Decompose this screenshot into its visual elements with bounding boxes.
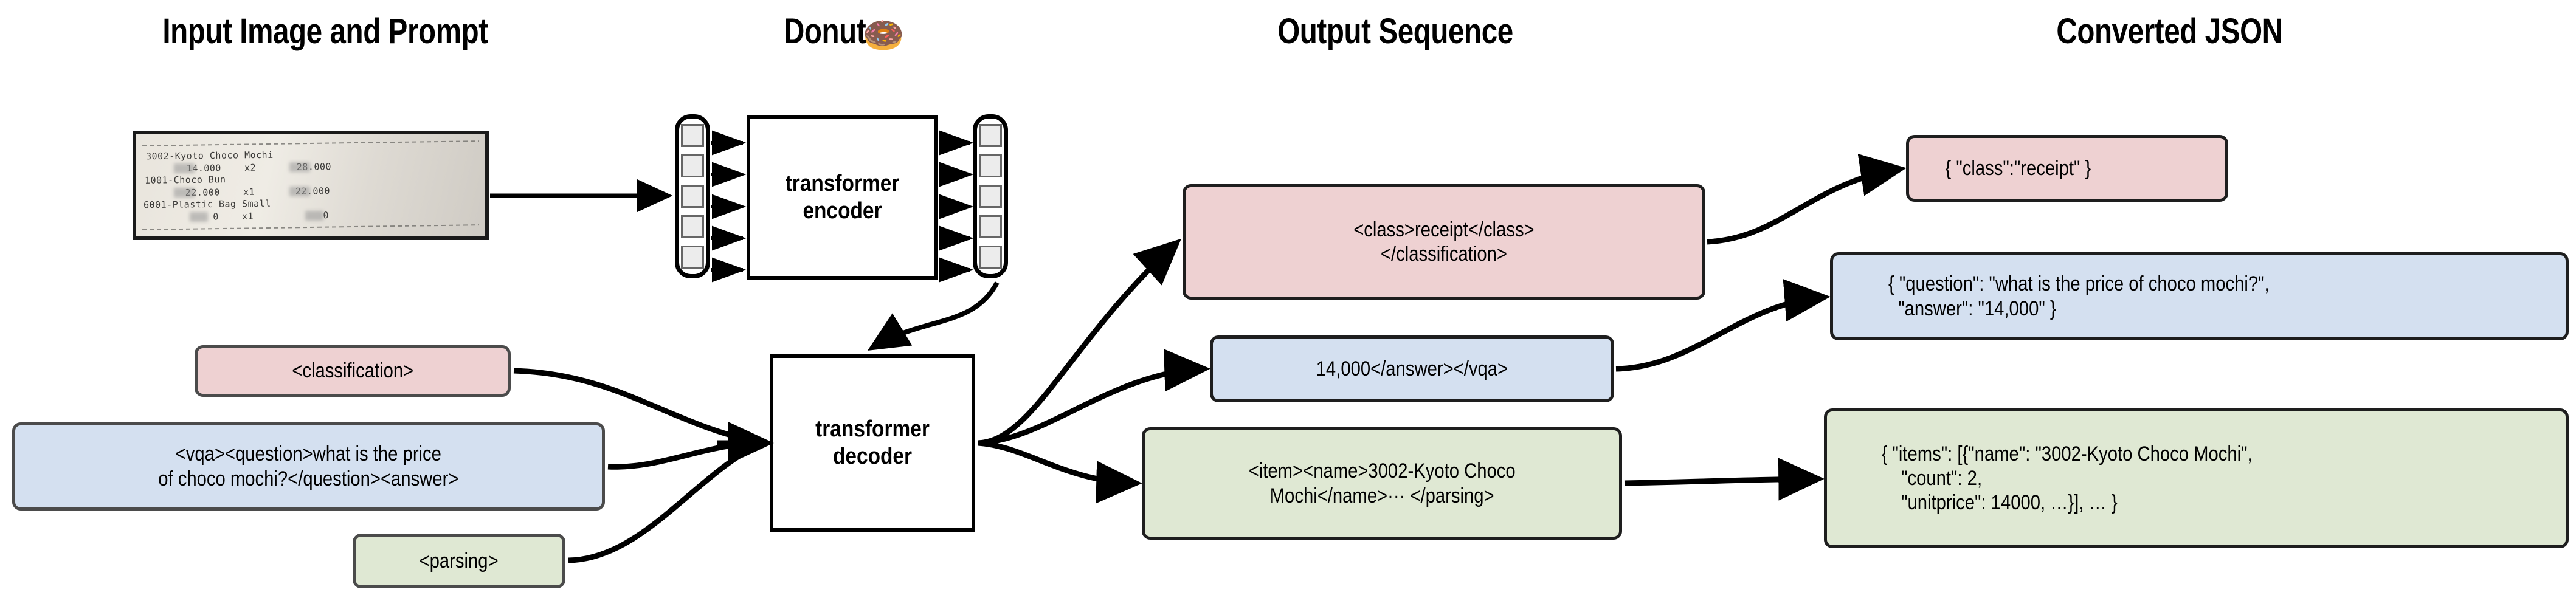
- receipt-divider-bottom: [142, 224, 479, 230]
- classification-json-box[interactable]: { "class":"receipt" }: [1906, 135, 2228, 202]
- decoder-label: transformer decoder: [815, 416, 930, 469]
- encoder-output-token-4: [979, 215, 1002, 238]
- classification-json-text: { "class":"receipt" }: [1945, 156, 2091, 180]
- encoder-output-token-3: [979, 185, 1002, 208]
- column-header-donut: Donut🍩: [690, 11, 994, 55]
- receipt-line-6: 0 x1 0: [143, 210, 330, 223]
- receipt-redaction-5: [289, 187, 310, 196]
- receipt-paper: 3002-Kyoto Choco Mochi 14.000 x2 28.000 …: [136, 134, 485, 236]
- receipt-line-1: 3002-Kyoto Choco Mochi: [145, 149, 274, 162]
- column-header-json: Converted JSON: [2056, 12, 2283, 51]
- column-header-input: Input Image and Prompt: [162, 12, 488, 51]
- input-receipt-image: 3002-Kyoto Choco Mochi 14.000 x2 28.000 …: [133, 131, 489, 240]
- encoder-output-token-5: [979, 246, 1002, 269]
- vqa-prompt-text: <vqa><question>what is the price of choc…: [158, 442, 459, 490]
- encoder-output-arrows: [939, 130, 974, 283]
- vqa-json-text: { "question": "what is the price of choc…: [1888, 272, 2270, 320]
- receipt-redaction-2: [174, 188, 195, 198]
- encoder-output-token-1: [979, 124, 1002, 147]
- parsing-json-text: { "items": [{"name": "3002-Kyoto Choco M…: [1881, 442, 2253, 515]
- arrow-vqa-output-to-json: [1615, 279, 1831, 372]
- parsing-prompt-box[interactable]: <parsing>: [353, 534, 565, 588]
- encoder-input-token-2: [681, 154, 704, 177]
- donut-title-text: Donut: [783, 12, 866, 51]
- donut-icon: 🍩: [862, 16, 905, 54]
- arrow-parsing-output-to-json: [1624, 458, 1825, 501]
- encoder-output-token-stack: [973, 114, 1008, 278]
- parsing-prompt-text: <parsing>: [419, 549, 499, 572]
- encoder-input-token-5: [681, 246, 704, 269]
- encoder-input-token-1: [681, 124, 704, 147]
- encoder-input-token-3: [681, 185, 704, 208]
- encoder-input-token-4: [681, 215, 704, 238]
- arrow-classification-output-to-json: [1707, 154, 1907, 245]
- arrow-decoder-to-classification-output: [978, 238, 1181, 446]
- classification-output-text: <class>receipt</class> </classification>: [1353, 218, 1535, 266]
- receipt-divider-top: [142, 140, 479, 146]
- vqa-json-box[interactable]: { "question": "what is the price of choc…: [1830, 252, 2569, 340]
- vqa-prompt-box[interactable]: <vqa><question>what is the price of choc…: [12, 422, 605, 511]
- transformer-encoder-block: transformer encoder: [747, 115, 938, 280]
- receipt-line-3: 1001-Choco Bun: [144, 174, 226, 186]
- vqa-output-box[interactable]: 14,000</answer></vqa>: [1210, 335, 1614, 402]
- encoder-output-token-2: [979, 154, 1002, 177]
- column-header-output: Output Sequence: [1277, 12, 1513, 51]
- encoder-input-token-stack: [675, 114, 710, 278]
- receipt-redaction-3: [190, 212, 208, 222]
- arrow-encoder-to-decoder: [867, 281, 1000, 351]
- parsing-output-box[interactable]: <item><name>3002-Kyoto Choco Mochi</name…: [1142, 427, 1622, 540]
- encoder-label: transformer encoder: [785, 171, 900, 224]
- encoder-input-arrows: [711, 130, 747, 283]
- classification-prompt-text: <classification>: [292, 359, 413, 383]
- classification-output-box[interactable]: <class>receipt</class> </classification>: [1183, 184, 1705, 300]
- receipt-redaction-1: [174, 163, 195, 173]
- vqa-output-text: 14,000</answer></vqa>: [1316, 357, 1508, 380]
- receipt-line-5: 6001-Plastic Bag Small: [143, 198, 271, 211]
- classification-prompt-box[interactable]: <classification>: [195, 345, 511, 397]
- receipt-redaction-6: [305, 211, 323, 221]
- parsing-json-box[interactable]: { "items": [{"name": "3002-Kyoto Choco M…: [1824, 408, 2569, 548]
- arrow-decoder-to-parsing-output: [978, 440, 1142, 504]
- receipt-redaction-4: [289, 162, 310, 172]
- transformer-decoder-block: transformer decoder: [770, 354, 975, 532]
- arrow-vqa-prompt-to-decoder: [607, 440, 764, 470]
- parsing-output-text: <item><name>3002-Kyoto Choco Mochi</name…: [1248, 459, 1516, 507]
